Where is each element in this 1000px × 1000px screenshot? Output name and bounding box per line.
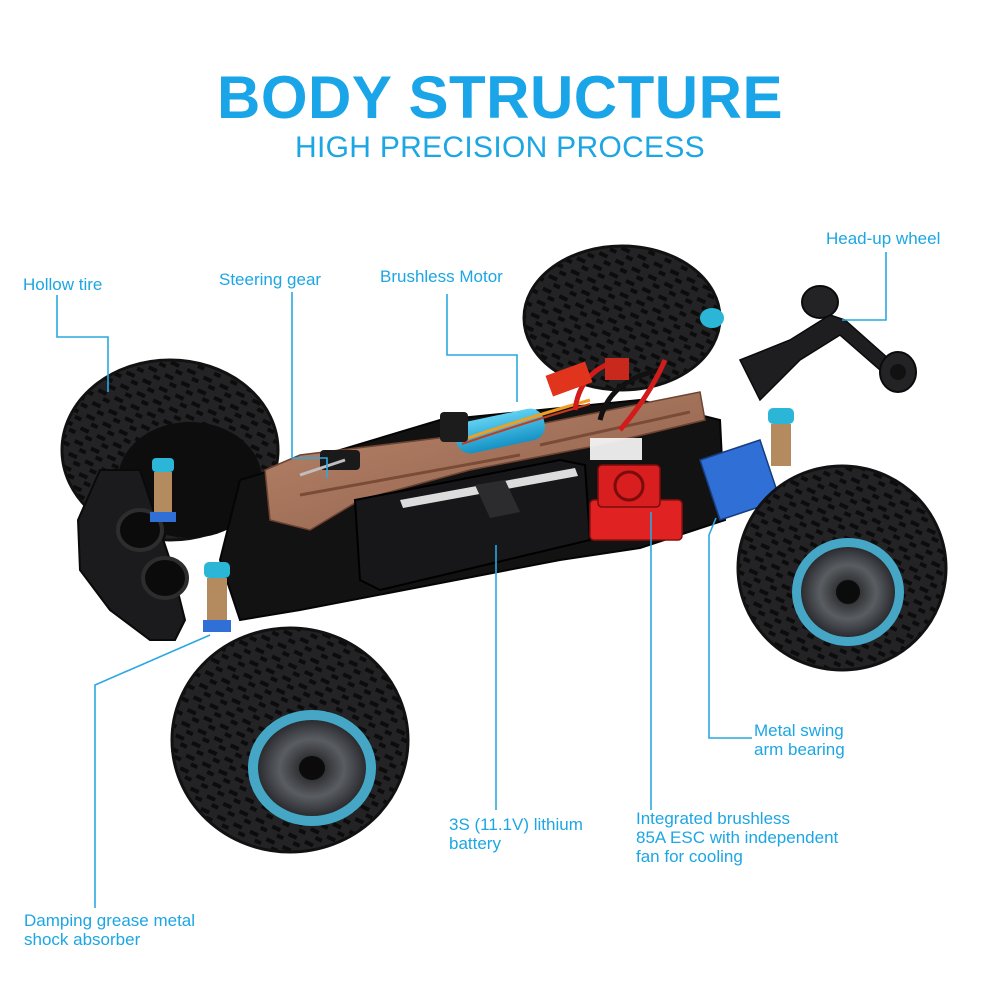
front-right-tire <box>170 626 410 854</box>
rear-right-tire <box>736 464 948 672</box>
label-brushless-motor: Brushless Motor <box>380 267 503 286</box>
leader-head-up-wheel <box>842 252 887 321</box>
page-title: BODY STRUCTURE <box>217 64 783 131</box>
label-steering-gear: Steering gear <box>219 270 322 289</box>
front-shock-rear <box>150 458 176 522</box>
front-shock-front <box>203 562 231 632</box>
leader-shock-absorber <box>94 634 211 908</box>
leader-brushless-motor <box>446 294 518 402</box>
lithium-battery-pack <box>353 458 592 592</box>
leader-hollow-tire <box>56 295 109 392</box>
label-metal-swing-arm-bearing: Metal swing arm bearing <box>754 721 845 759</box>
label-head-up-wheel: Head-up wheel <box>826 229 941 248</box>
leader-lines <box>56 252 887 908</box>
label-brushless-esc: Integrated brushless 85A ESC with indepe… <box>636 809 839 866</box>
label-shock-absorber: Damping grease metal shock absorber <box>24 911 196 949</box>
leader-metal-swing-arm <box>708 517 752 739</box>
leader-steering-gear <box>291 292 328 478</box>
esc-with-fan <box>545 357 683 541</box>
head-up-wheel-bar <box>738 285 917 402</box>
steering-gear <box>299 450 360 477</box>
page-subtitle: HIGH PRECISION PROCESS <box>294 131 705 164</box>
label-hollow-tire: Hollow tire <box>23 275 103 294</box>
label-lithium-battery: 3S (11.1V) lithium battery <box>449 815 583 853</box>
brushless-motor <box>440 398 591 454</box>
